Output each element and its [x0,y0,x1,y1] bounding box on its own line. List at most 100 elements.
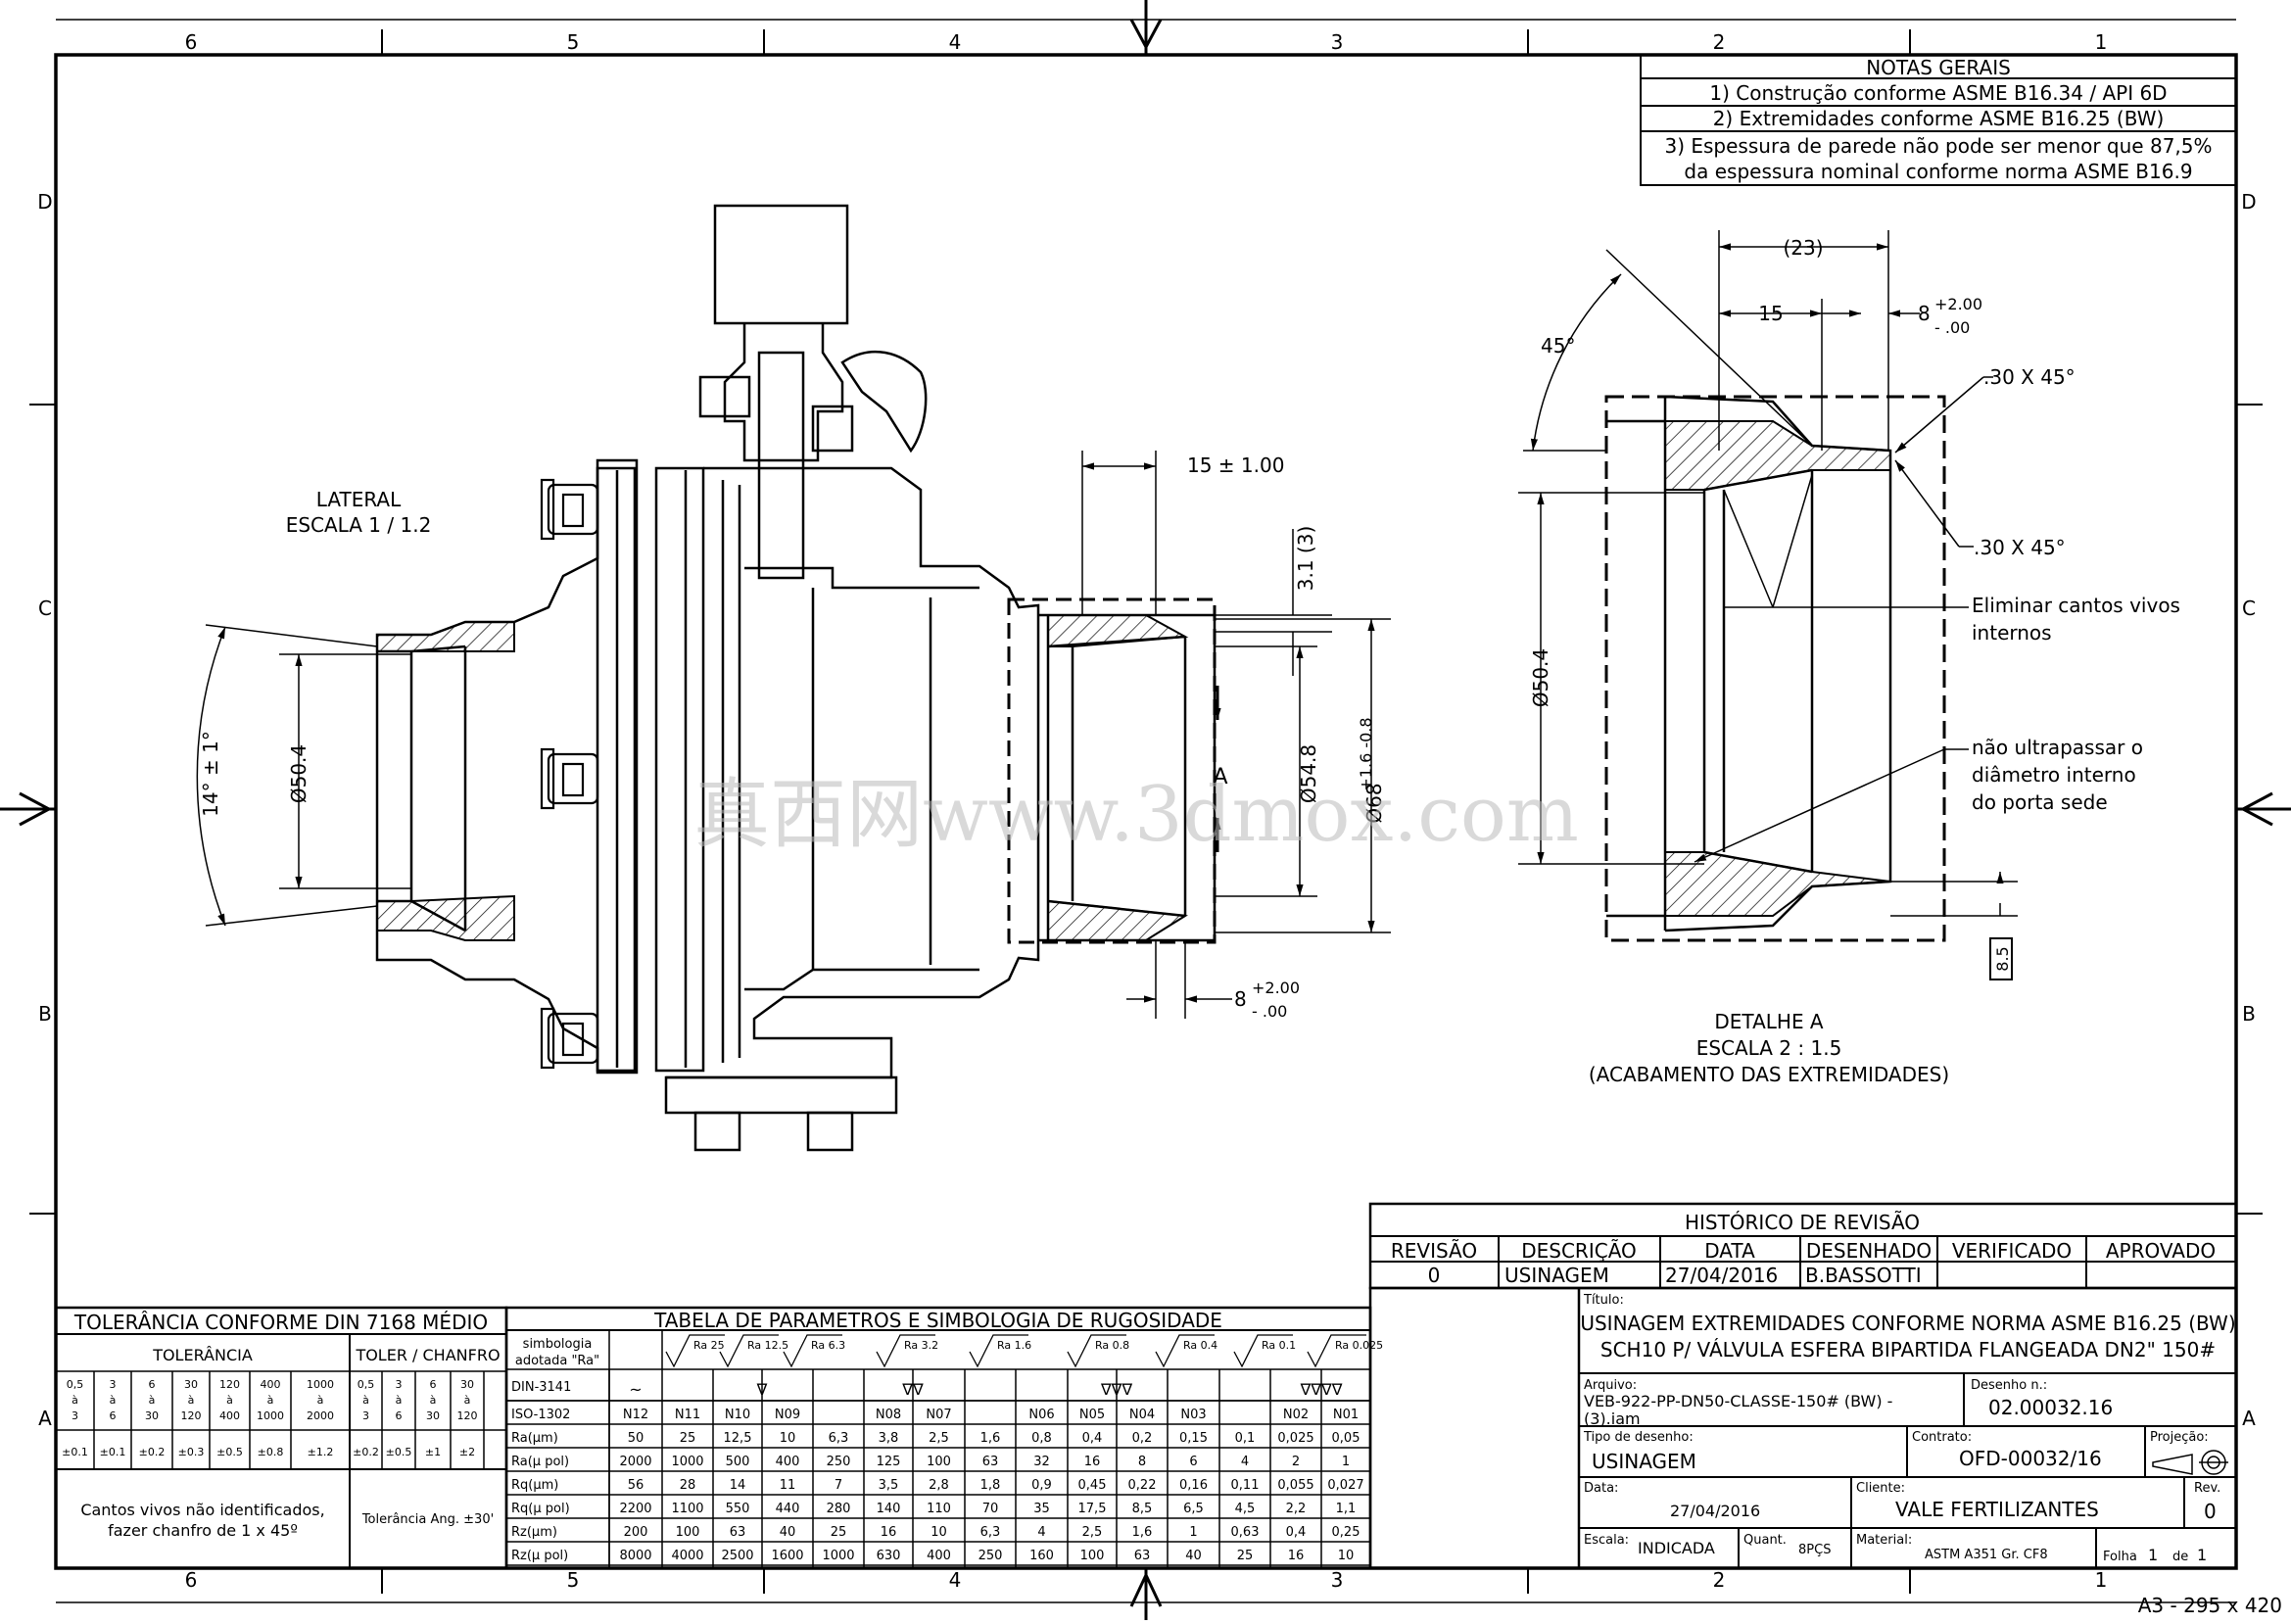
tolerance-range-cell: 400 [219,1409,240,1422]
roughness-cell: 0,8 [1031,1431,1052,1446]
roughness-cell: 4000 [671,1549,703,1563]
lateral-title: LATERAL [316,488,402,511]
ra-mark-label: Ra 0.4 [1183,1339,1217,1352]
rev-col-aprovado: APROVADO [2106,1239,2216,1263]
ra-mark-label: Ra 12.5 [747,1339,788,1352]
tolerance-value-cell: ±0.8 [258,1446,284,1458]
roughness-cell: 63 [1134,1549,1151,1563]
tolerance-range-cell: 1000 [307,1378,334,1391]
roughness-cell: 70 [982,1502,999,1516]
note-1: 1) Construção conforme ASME B16.34 / API… [1709,81,2167,105]
title-label: Título: [1583,1293,1624,1308]
roughness-cell: 0,63 [1231,1525,1260,1540]
rev-row-revisao: 0 [1428,1264,1441,1287]
roughness-check-icon [969,1334,1028,1368]
tolerance-range-cell: 3 [396,1378,403,1391]
roughness-cell: N03 [1180,1408,1206,1422]
dim-len8-lower-tol: - .00 [1252,1002,1287,1021]
roughness-cell: 16 [1084,1455,1101,1469]
tolerance-range-cell: 30 [184,1378,198,1391]
tolerance-value-cell: ±0.2 [353,1446,379,1458]
roughness-cell: 1600 [771,1549,803,1563]
tolerance-range-cell: 6 [149,1378,156,1391]
lateral-scale: ESCALA 1 / 1.2 [286,513,432,537]
roughness-cell: 0,05 [1332,1431,1360,1446]
roughness-cell: 400 [776,1455,800,1469]
zone-right-a: A [2242,1407,2256,1430]
dim-d504-detail: Ø50.4 [1529,648,1552,707]
dim-face-15: 15 ± 1.00 [1187,454,1284,477]
callout-sharp-edges-2: internos [1972,621,2052,645]
tolerance-title: TOLERÂNCIA CONFORME DIN 7168 MÉDIO [73,1311,488,1334]
callout-diameter-2: diâmetro interno [1972,763,2136,787]
tolerance-range-cell: à [188,1394,195,1407]
roughness-cell: 0,16 [1179,1478,1208,1493]
roughness-cell: 25 [1237,1549,1254,1563]
roughness-cell: 7 [835,1478,842,1493]
roughness-check-icon [783,1334,842,1368]
roughness-head-label-2: adotada "Ra" [515,1354,599,1368]
dim-23: (23) [1783,236,1823,260]
contrato-label: Contrato: [1912,1430,1972,1445]
de-label: de [2172,1550,2188,1564]
cliente-label: Cliente: [1856,1481,1905,1496]
tolerance-value-cell: ±0.3 [178,1446,205,1458]
tolerance-range-cell: à [72,1394,78,1407]
roughness-cell: 4,5 [1235,1502,1256,1516]
roughness-cell: 35 [1033,1502,1050,1516]
roughness-cell: 100 [1080,1549,1105,1563]
roughness-cell: N05 [1079,1408,1105,1422]
note-3: 3) Espessura de parede não pode ser meno… [1664,134,2212,158]
zone-labels: 6 5 4 3 2 1 6 5 4 3 2 1 D C B A D C B A [37,30,2256,1592]
tolerance-range-cell: à [396,1394,403,1407]
zone-bottom-5: 5 [567,1568,580,1592]
zone-bottom-6: 6 [185,1568,198,1592]
roughness-cell: N02 [1283,1408,1309,1422]
tipo-label: Tipo de desenho: [1583,1430,1694,1445]
chamfer-2: .30 X 45° [1974,536,2066,559]
zone-top-1: 1 [2095,30,2108,54]
roughness-cell: 40 [1185,1549,1202,1563]
zone-right-c: C [2242,597,2256,620]
roughness-cell: 200 [624,1525,648,1540]
tolerance-range-cell: 120 [181,1409,202,1422]
tolerance-range-cell: 3 [110,1378,117,1391]
tolerance-value-cell: ±1.2 [308,1446,334,1458]
roughness-cell: 25 [680,1431,696,1446]
tolerance-range-cell: 120 [219,1378,240,1391]
roughness-title: TABELA DE PARAMETROS E SIMBOLOGIA DE RUG… [653,1309,1222,1332]
zone-bottom-1: 1 [2095,1568,2108,1592]
dim-8-detail: 8 [1918,302,1931,325]
roughness-row-label: Rz(μ pol) [511,1549,568,1563]
roughness-cell: 2,2 [1286,1502,1307,1516]
roughness-cell: N10 [725,1408,750,1422]
roughness-check-icon [719,1334,779,1368]
roughness-check-icon [1155,1334,1215,1368]
dim-8-upper-tol: +2.00 [1934,295,1982,313]
zone-left-d: D [37,190,52,214]
roughness-cell: 100 [676,1525,700,1540]
tolerance-value-cell: ±0.1 [100,1446,126,1458]
roughness-row-label: ISO-1302 [511,1408,570,1422]
roughness-cell: 6,5 [1183,1502,1204,1516]
roughness-cell: 17,5 [1078,1502,1107,1516]
detail-title: DETALHE A [1714,1010,1824,1033]
roughness-cell: 0,2 [1132,1431,1153,1446]
rev-col-data: DATA [1704,1239,1755,1263]
dim-8-lower-tol: - .00 [1934,318,1970,337]
roughness-cell: 50 [628,1431,644,1446]
tolerance-range-cell: à [464,1394,471,1407]
roughness-cell: 4 [1241,1455,1249,1469]
rev-col-desenhado: DESENHADO [1806,1239,1932,1263]
roughness-cell: 0,055 [1277,1478,1313,1493]
ra-mark-label: Ra 0.8 [1095,1339,1129,1352]
roughness-cell: N06 [1028,1408,1054,1422]
hatched-sections [376,614,1189,941]
roughness-cell: 25 [831,1525,847,1540]
quant-label: Quant. [1743,1533,1787,1548]
din-mark: ∇∇∇∇ [1300,1380,1343,1399]
dim-85: 8.5 [1993,946,2012,971]
roughness-cell: 100 [927,1455,951,1469]
callout-diameter-1: não ultrapassar o [1972,736,2143,759]
tolerance-range-cell: 1000 [257,1409,284,1422]
